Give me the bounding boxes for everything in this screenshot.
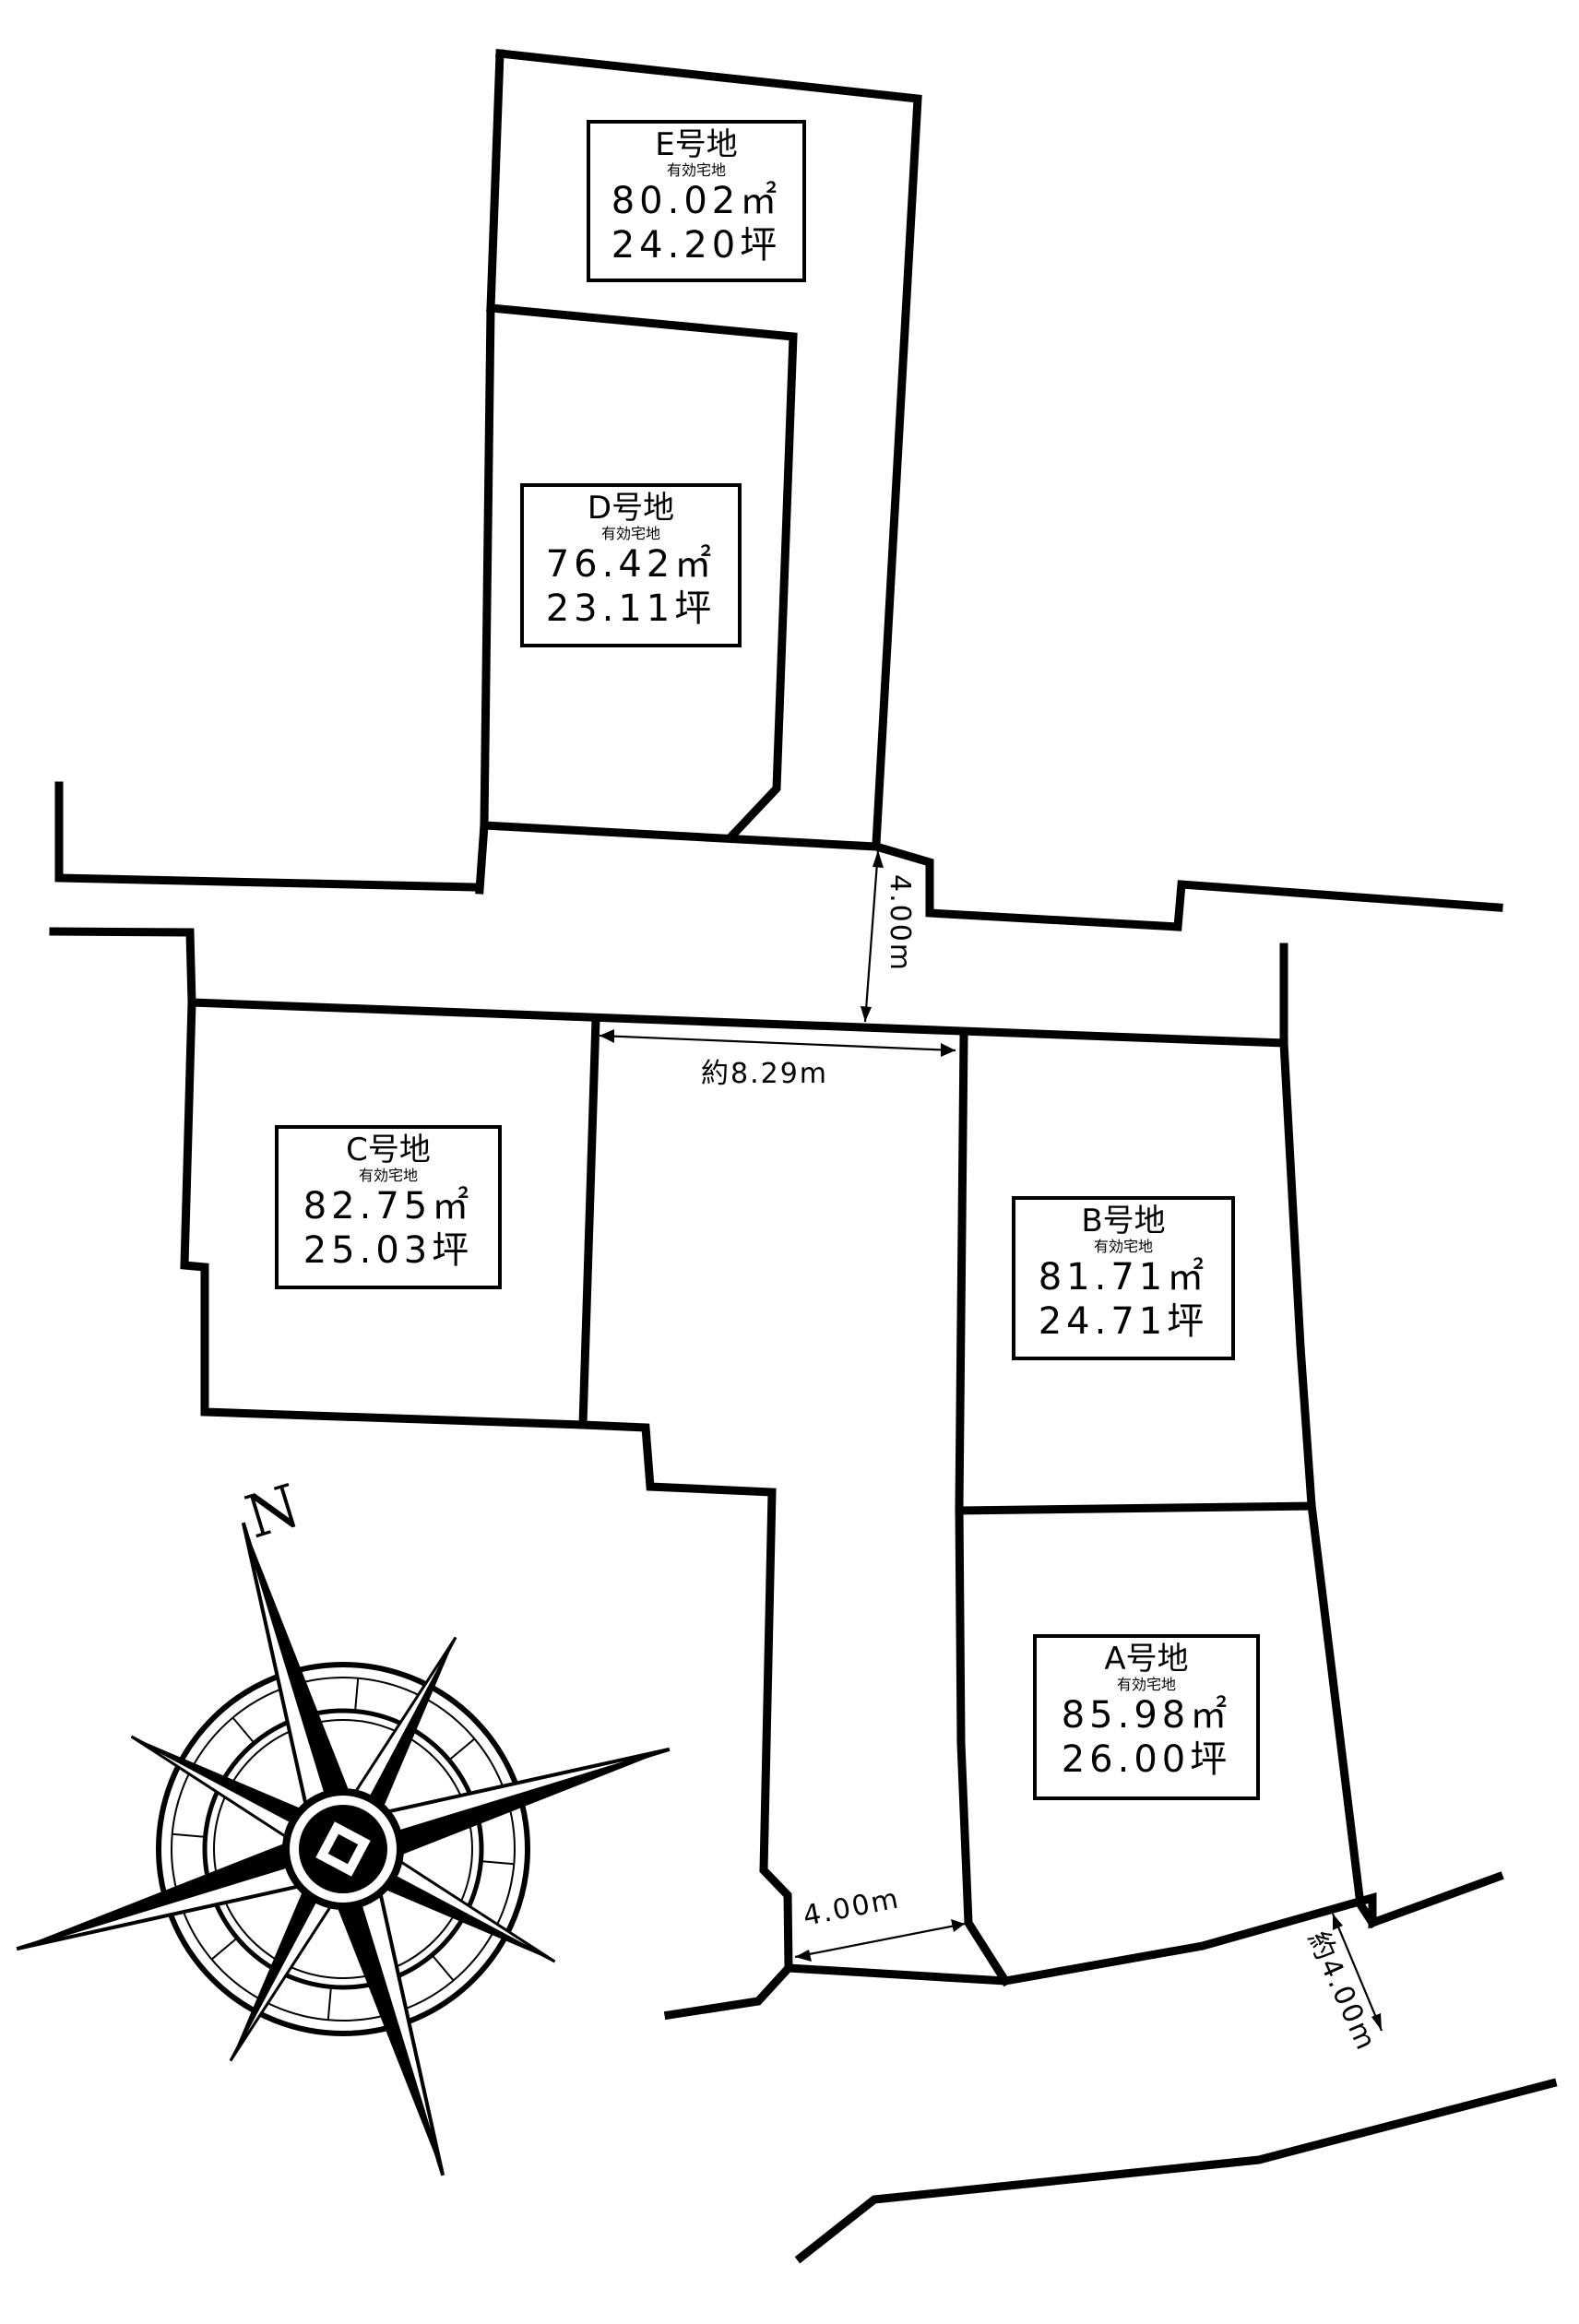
dim-exit-line <box>794 1922 966 1959</box>
arrowhead <box>951 1919 965 1932</box>
lot-d-label: D号地 有効宅地 76.42㎡ 23.11坪 <box>520 483 742 647</box>
lot-b-label: B号地 有効宅地 81.71㎡ 24.71坪 <box>1012 1196 1235 1360</box>
lot-tsubo: 24.71坪 <box>1038 1300 1209 1343</box>
dim-north-road-line <box>863 849 880 1023</box>
lot-tsubo: 25.03坪 <box>303 1229 474 1272</box>
lot-sqm: 80.02㎡ <box>611 180 782 222</box>
lot-sqm: 76.42㎡ <box>545 543 717 586</box>
dim-north-road-width: 4.00m <box>884 874 916 972</box>
arrowhead <box>795 1950 812 1962</box>
dim-south-road-line <box>1331 1913 1383 2032</box>
lot-e-label: E号地 有効宅地 80.02㎡ 24.20坪 <box>587 120 806 282</box>
arrowhead <box>941 1043 956 1057</box>
lot-d-south-line <box>480 821 881 851</box>
lot-a-b-divider <box>955 1501 1316 1515</box>
lot-name: A号地 <box>1104 1641 1189 1678</box>
arrowhead <box>1333 1914 1343 1930</box>
lot-b-east-line <box>1279 943 1379 1929</box>
lot-tsubo: 24.20坪 <box>611 224 782 267</box>
lot-name: B号地 <box>1081 1203 1166 1239</box>
private-road-west-edge <box>578 1420 793 1973</box>
lot-name: C号地 <box>346 1132 431 1168</box>
lot-sqm: 81.71㎡ <box>1038 1256 1209 1298</box>
private-road-east-edge <box>955 1032 1012 1987</box>
road-north-west-edge <box>54 781 480 892</box>
lot-e-d-divider <box>486 303 798 844</box>
lot-tsubo: 23.11坪 <box>545 587 717 630</box>
lot-sub: 有効宅地 <box>1116 1676 1176 1693</box>
private-road-west-exit <box>663 1962 795 2021</box>
lot-name: E号地 <box>655 126 738 163</box>
lot-sub: 有効宅地 <box>358 1167 418 1184</box>
lot-c-boundary <box>180 998 600 1429</box>
dim-private-road-exit: 4.00m <box>801 1882 903 1933</box>
dim-private-road-line <box>599 1034 956 1052</box>
road-south-north-edge <box>784 1871 1504 1986</box>
lot-tsubo: 26.00坪 <box>1061 1738 1232 1781</box>
lot-e-boundary <box>495 49 922 848</box>
lot-sqm: 85.98㎡ <box>1061 1694 1232 1737</box>
lot-a-label: A号地 有効宅地 85.98㎡ 26.00坪 <box>1033 1634 1260 1800</box>
lot-sub: 有効宅地 <box>666 161 726 179</box>
arrowhead <box>861 1006 872 1022</box>
dim-private-road-width: 約8.29m <box>701 1058 828 1090</box>
lot-sub: 有効宅地 <box>1093 1238 1153 1255</box>
road-south-south-edge <box>794 2078 1558 2264</box>
lot-e-west-line <box>475 49 505 895</box>
lot-c-label: C号地 有効宅地 82.75㎡ 25.03坪 <box>275 1125 502 1289</box>
lot-sub: 有効宅地 <box>600 525 660 542</box>
arrowhead <box>873 850 884 868</box>
compass-rose-icon: N <box>16 1472 671 2176</box>
arrowhead <box>600 1029 614 1043</box>
dim-south-road-width: 約4.00m <box>1301 1927 1383 2056</box>
road-north-south-edge <box>49 927 1288 1048</box>
arrowhead <box>1371 2013 1382 2031</box>
road-north-east-edge <box>871 841 1503 931</box>
lot-name: D号地 <box>587 490 675 527</box>
lot-sqm: 82.75㎡ <box>303 1185 474 1227</box>
